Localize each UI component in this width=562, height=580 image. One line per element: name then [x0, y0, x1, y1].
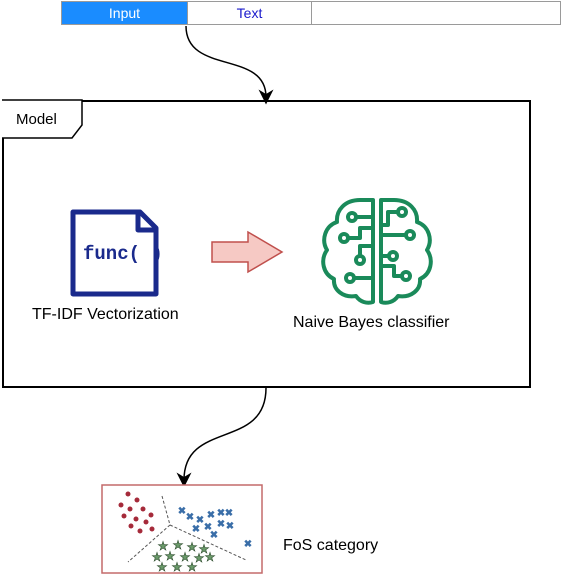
svg-text:★: ★ — [158, 539, 169, 553]
connector-model-to-output — [176, 387, 267, 488]
svg-text:★: ★ — [187, 560, 198, 574]
svg-text:✖: ✖ — [210, 530, 218, 541]
function-document-icon — [70, 209, 159, 297]
circuit-brain-icon — [321, 198, 433, 305]
svg-text:★: ★ — [172, 560, 183, 574]
model-tab-shape — [2, 99, 83, 139]
svg-text:★: ★ — [194, 551, 205, 565]
cluster-scatter-icon: ✖✖✖ ✖✖✖ ✖✖✖ ✖✖✖ ★★★ ★★★ ★★★ ★★★ — [101, 484, 263, 574]
svg-text:✖: ✖ — [217, 519, 225, 530]
svg-text:★: ★ — [165, 549, 176, 563]
fos-category-label: FoS category — [283, 537, 379, 554]
svg-text:✖: ✖ — [186, 512, 194, 523]
input-table: Input Text — [61, 1, 561, 25]
model-title: Model — [16, 111, 57, 128]
svg-text:✖: ✖ — [204, 522, 212, 533]
vectorization-label: TF-IDF Vectorization — [32, 306, 179, 323]
svg-text:★: ★ — [187, 540, 198, 554]
svg-text:✖: ✖ — [217, 508, 225, 519]
input-label: Input — [108, 5, 141, 21]
svg-text:★: ★ — [205, 550, 216, 564]
svg-text:✖: ✖ — [226, 521, 234, 532]
svg-text:✖: ✖ — [244, 539, 252, 550]
text-label: Text — [236, 5, 263, 21]
svg-text:✖: ✖ — [178, 506, 186, 517]
svg-text:✖: ✖ — [192, 524, 200, 535]
svg-text:★: ★ — [157, 560, 168, 574]
svg-text:★: ★ — [180, 550, 191, 564]
svg-text:✖: ✖ — [196, 515, 204, 526]
svg-text:★: ★ — [152, 550, 163, 564]
connector-input-to-model — [185, 25, 274, 105]
classifier-label: Naive Bayes classifier — [293, 314, 450, 331]
svg-text:✖: ✖ — [225, 508, 233, 519]
svg-text:✖: ✖ — [207, 510, 215, 521]
svg-text:★: ★ — [199, 542, 210, 556]
right-arrow-icon — [211, 230, 284, 274]
input-header-cell: Input — [62, 2, 187, 24]
function-icon-label: func( ) — [83, 243, 163, 265]
text-cell: Text — [187, 2, 312, 24]
svg-text:★: ★ — [173, 538, 184, 552]
